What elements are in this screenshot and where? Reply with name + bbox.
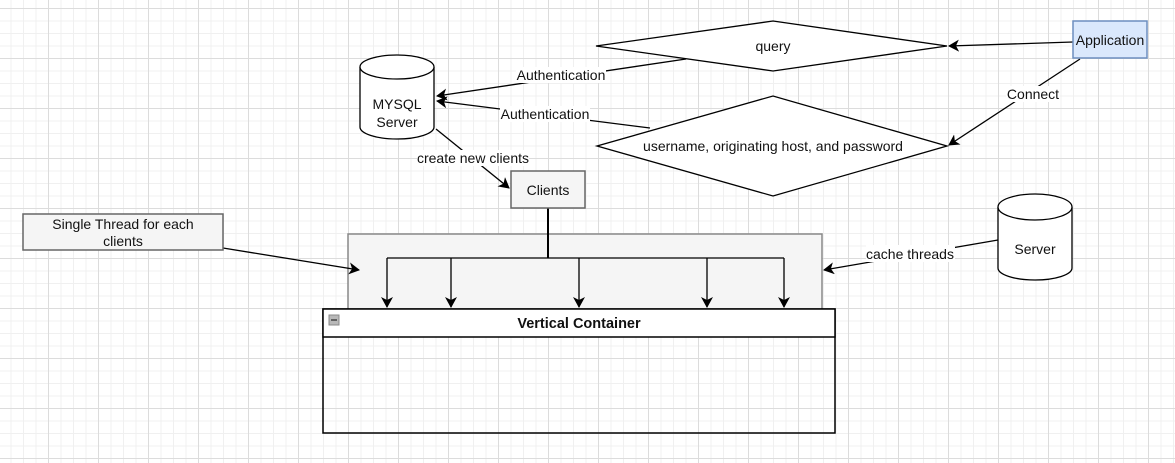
clients-node[interactable]: Clients [510,170,586,209]
single-thread-note-line2: clients [103,233,143,249]
edge-app-to-credentials[interactable]: Connect [948,58,1081,146]
edge-label-connect: Connect [1007,86,1059,102]
server-label: Server [1014,241,1056,257]
credentials-label: username, originating host, and password [643,138,903,154]
query-label: query [755,38,790,54]
edge-query-to-mysql[interactable]: Authentication [436,58,687,101]
database-cylinder-icon [359,67,435,140]
mysql-server-label-line1: MYSQL [372,96,421,112]
vertical-container-title: Vertical Container [517,316,641,332]
clients-to-threads-connector [381,208,790,308]
server-node[interactable]: Server [997,193,1073,281]
single-thread-note-line1: Single Thread for each [52,216,193,232]
thread-pool-box[interactable] [347,233,823,315]
single-thread-note[interactable]: Single Thread for each clients [22,213,224,251]
database-cylinder-icon [997,207,1073,281]
edge-note-to-pool[interactable] [222,247,360,275]
vertical-container-header[interactable] [322,308,836,338]
mysql-server-label-line2: Server [376,114,418,130]
edge-server-to-pool[interactable]: cache threads [823,239,999,275]
edge-label-authentication-1: Authentication [517,67,606,83]
credentials-node[interactable]: username, originating host, and password [594,95,950,197]
edge-label-create-new-clients: create new clients [417,150,529,166]
application-node[interactable]: Application [1072,20,1148,59]
edge-credentials-to-mysql[interactable]: Authentication [436,96,651,129]
application-label: Application [1076,32,1145,48]
vertical-container[interactable]: Vertical Container [322,308,836,434]
query-node[interactable]: query [595,20,948,72]
edge-app-to-query[interactable] [948,39,1074,52]
edge-mysql-to-clients[interactable]: create new clients [417,128,529,189]
mysql-server-node[interactable]: MYSQL Server [359,54,435,140]
clients-label: Clients [527,182,570,198]
edge-label-cache-threads: cache threads [866,246,954,262]
minus-square-icon[interactable] [328,314,340,326]
edge-label-authentication-2: Authentication [501,106,590,122]
